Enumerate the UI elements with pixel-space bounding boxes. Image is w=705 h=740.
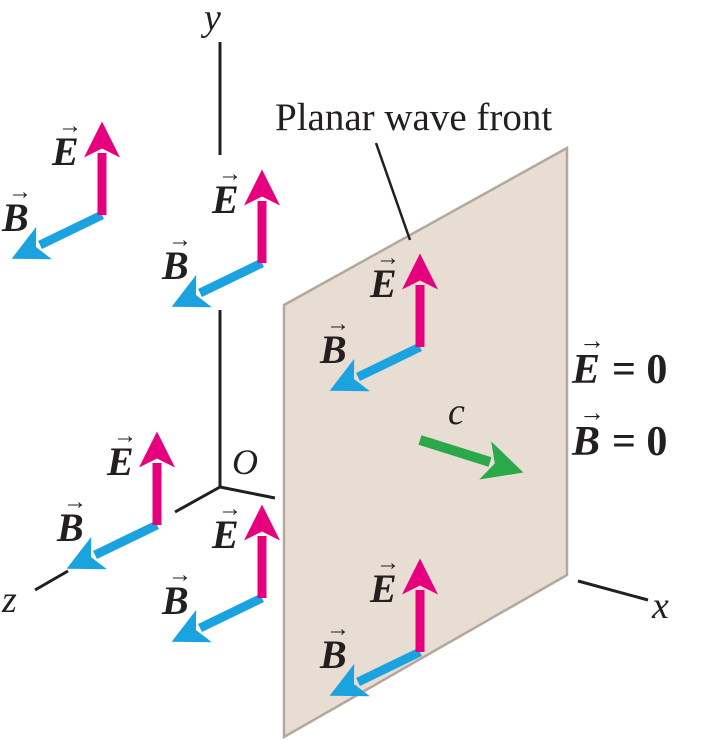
field-pair-2: E→B→: [161, 161, 280, 308]
beyond-front-equations: E → = 0 B → = 0: [571, 326, 667, 465]
b-zero-arrow: →: [579, 398, 605, 427]
b-zero-value: = 0: [612, 419, 667, 465]
b-vector-label-arrow: →: [63, 489, 87, 515]
e-vector-label: E: [211, 177, 239, 222]
b-vector-arrow: [11, 210, 104, 260]
b-vector-label-arrow: →: [8, 179, 32, 205]
c-label: c: [448, 391, 465, 433]
e-vector-label: E: [369, 566, 397, 611]
b-vector-label: B: [319, 327, 347, 372]
b-vector-label-arrow: →: [326, 616, 350, 642]
origin-label: O: [232, 442, 258, 482]
c-arrow: [418, 435, 524, 480]
b-vector-label-arrow: →: [326, 311, 350, 337]
axes: [34, 42, 649, 602]
b-vector-label: B: [319, 632, 347, 677]
x-axis-line-far: [577, 579, 649, 602]
e-vector-label-arrow: →: [376, 245, 400, 271]
e-vector-label: E: [51, 129, 79, 174]
y-axis-label: y: [200, 0, 221, 39]
b-zero-symbol: B: [571, 419, 600, 465]
e-zero-value: = 0: [612, 347, 667, 393]
b-vector-label: B: [161, 243, 189, 288]
b-vector-label-arrow: →: [168, 562, 192, 588]
e-zero-symbol: E: [571, 347, 600, 393]
z-axis-line-2: [34, 569, 69, 592]
b-vector-label-arrow: →: [168, 227, 192, 253]
b-vector-label: B: [56, 505, 84, 550]
e-vector-label: E: [369, 261, 397, 306]
z-axis-line-1: [174, 485, 221, 514]
x-axis-label: x: [651, 585, 669, 627]
b-vector-arrow: [66, 520, 159, 570]
field-vector-pairs: E→B→E→B→E→B→E→B→E→B→E→B→: [1, 113, 438, 697]
field-pair-1: E→B→: [1, 113, 120, 260]
field-pair-5: E→B→: [161, 496, 280, 643]
field-pair-6: E→B→: [319, 550, 438, 697]
e-vector-label-arrow: →: [113, 423, 137, 449]
b-vector-label: B: [161, 578, 189, 623]
b-vector-arrow: [329, 342, 422, 392]
b-vector-label: B: [1, 195, 29, 240]
e-vector-label-arrow: →: [58, 113, 82, 139]
wave-front-label: Planar wave front: [275, 96, 552, 139]
e-zero-arrow: →: [579, 326, 605, 355]
z-axis-label: z: [1, 579, 17, 621]
e-vector-label: E: [211, 512, 239, 557]
wave-front-leader: [374, 142, 412, 241]
x-axis-line-near: [219, 485, 276, 500]
b-vector-arrow: [171, 258, 264, 308]
b-vector-arrow: [329, 647, 422, 697]
e-vector-label-arrow: →: [218, 161, 242, 187]
e-vector-label: E: [106, 439, 134, 484]
b-vector-arrow: [171, 593, 264, 643]
e-vector-label-arrow: →: [218, 496, 242, 522]
field-pair-4: E→B→: [56, 423, 175, 570]
e-vector-label-arrow: →: [376, 550, 400, 576]
field-pair-3: E→B→: [319, 245, 438, 392]
